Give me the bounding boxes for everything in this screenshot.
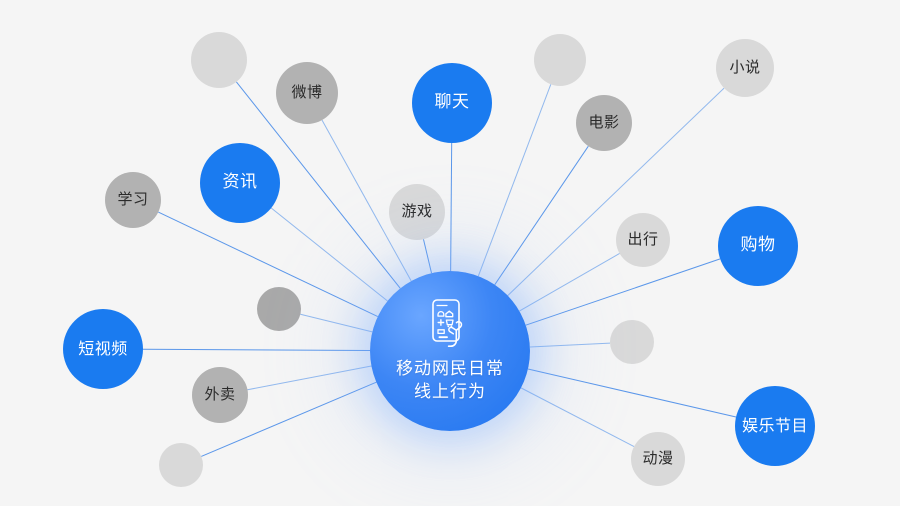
edge-center-n5 [494,145,589,285]
edge-center-n12 [300,313,373,333]
node-n14[interactable]: 外卖 [192,367,248,423]
node-label: 外卖 [204,385,236,404]
node-n1-empty[interactable] [191,32,247,88]
edge-center-n9 [422,239,433,274]
node-n8[interactable]: 资讯 [200,143,280,223]
center-title-line-1: 移动网民日常 [396,359,504,380]
edge-center-n15 [201,381,377,457]
edge-center-n11 [525,258,721,326]
node-label: 聊天 [434,92,470,113]
edge-center-n2 [321,119,412,282]
node-n5[interactable]: 电影 [576,95,632,151]
edge-center-n18 [520,387,635,448]
node-label: 短视频 [78,338,128,358]
node-n11[interactable]: 购物 [718,206,798,286]
edge-center-n7 [158,211,378,318]
edge-center-n8 [270,207,388,302]
node-label: 出行 [627,230,659,249]
node-label: 游戏 [401,202,433,221]
center-node-title: 移动网民日常 线上行为 [396,358,504,404]
smartphone-in-hand-icon [427,298,473,352]
node-label: 电影 [588,113,620,132]
node-label: 动漫 [642,449,674,468]
edge-center-n1 [236,81,401,289]
node-n7[interactable]: 学习 [105,172,161,228]
node-n2[interactable]: 微博 [276,62,338,124]
node-n4-empty[interactable] [534,34,586,86]
edge-center-n10 [519,253,620,312]
node-label: 购物 [740,235,776,256]
edge-center-n6 [507,87,725,296]
node-n13[interactable]: 短视频 [63,309,143,389]
node-n15-empty[interactable] [159,443,203,487]
node-n17[interactable]: 娱乐节目 [735,386,815,466]
node-n9[interactable]: 游戏 [389,184,445,240]
edge-center-n16 [529,342,611,348]
edge-center-n14 [247,365,372,391]
edge-center-n4 [477,84,552,277]
center-node[interactable]: 移动网民日常 线上行为 [370,271,530,431]
node-n18[interactable]: 动漫 [631,432,685,486]
node-label: 小说 [729,58,761,77]
node-n12-empty[interactable] [257,287,301,331]
node-n6[interactable]: 小说 [716,39,774,97]
node-n3[interactable]: 聊天 [412,63,492,143]
node-label: 资讯 [222,172,258,193]
node-n10[interactable]: 出行 [616,213,670,267]
node-label: 娱乐节目 [741,415,808,435]
center-title-line-2: 线上行为 [414,382,486,402]
node-n16-empty[interactable] [610,320,654,364]
node-label: 学习 [117,190,149,209]
edge-center-n17 [527,368,737,418]
node-label: 微博 [291,83,323,102]
edge-center-n13 [142,348,371,352]
edge-center-n3 [450,142,453,272]
